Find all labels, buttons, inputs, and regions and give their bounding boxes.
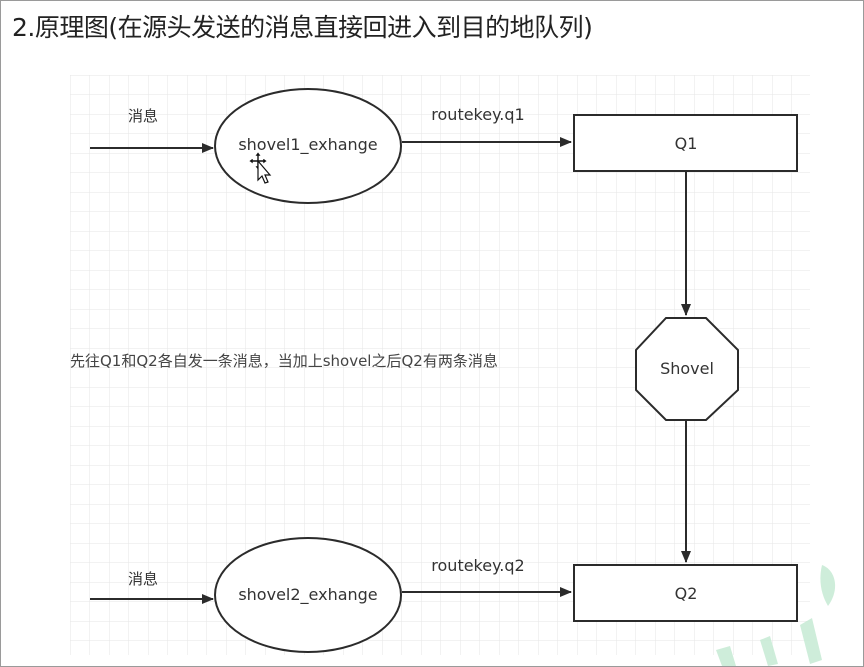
shovel-node (635, 317, 739, 421)
page-title: 2.原理图(在源头发送的消息直接回进入到目的地队列) (12, 13, 593, 42)
message-label-top: 消息 (128, 107, 158, 125)
watermark-logo (716, 565, 836, 666)
explanation-note: 先往Q1和Q2各自发一条消息，当加上shovel之后Q2有两条消息 (70, 352, 498, 370)
routekey1-label: routekey.q1 (431, 105, 524, 124)
move-cursor-icon (248, 151, 272, 184)
exchange1-label: shovel1_exhange (238, 135, 377, 155)
queue1-node (573, 114, 798, 172)
routekey2-label: routekey.q2 (431, 556, 524, 575)
message-label-bottom: 消息 (128, 570, 158, 588)
exchange2-node (214, 537, 402, 653)
queue1-label: Q1 (675, 134, 698, 153)
exchange2-label: shovel2_exhange (238, 585, 377, 605)
queue2-node (573, 564, 798, 622)
shovel-label: Shovel (660, 359, 714, 378)
queue2-label: Q2 (675, 584, 698, 603)
